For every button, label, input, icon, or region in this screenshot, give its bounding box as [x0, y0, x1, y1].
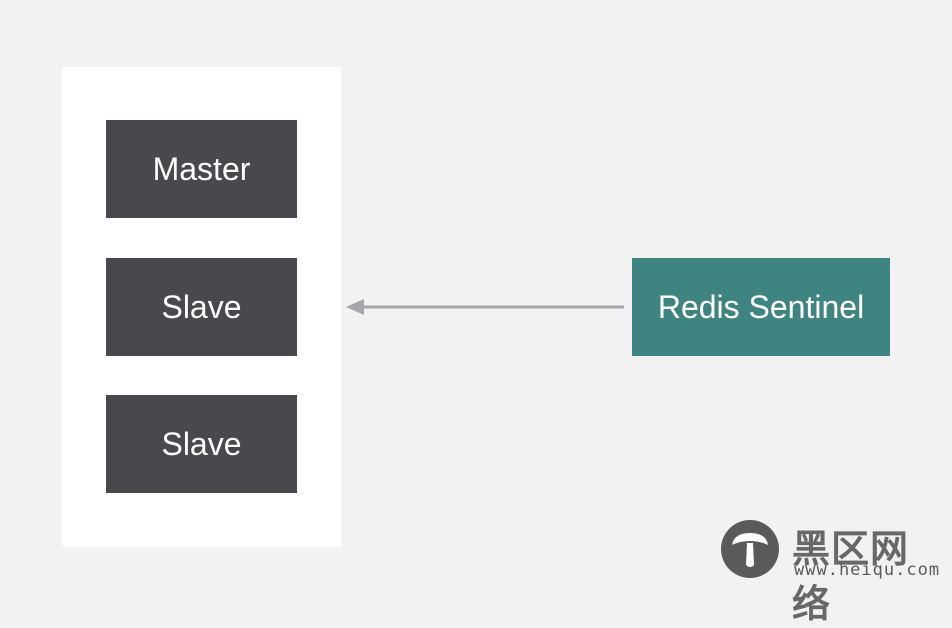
slave-node-2: Slave: [106, 395, 297, 493]
arrow-head-icon: [346, 299, 364, 315]
slave-node-1-label: Slave: [161, 288, 242, 325]
slave-node-1: Slave: [106, 258, 297, 356]
mushroom-logo-icon: [721, 520, 779, 578]
watermark-url: www.heiqu.com: [794, 560, 941, 580]
sentinel-node: Redis Sentinel: [632, 258, 890, 356]
monitor-arrow: [346, 299, 624, 315]
master-node-label: Master: [152, 150, 251, 187]
sentinel-node-label: Redis Sentinel: [657, 288, 865, 325]
master-node: Master: [106, 120, 297, 218]
slave-node-2-label: Slave: [161, 425, 242, 462]
watermark: 黑区网络 www.heiqu.com: [716, 516, 946, 626]
